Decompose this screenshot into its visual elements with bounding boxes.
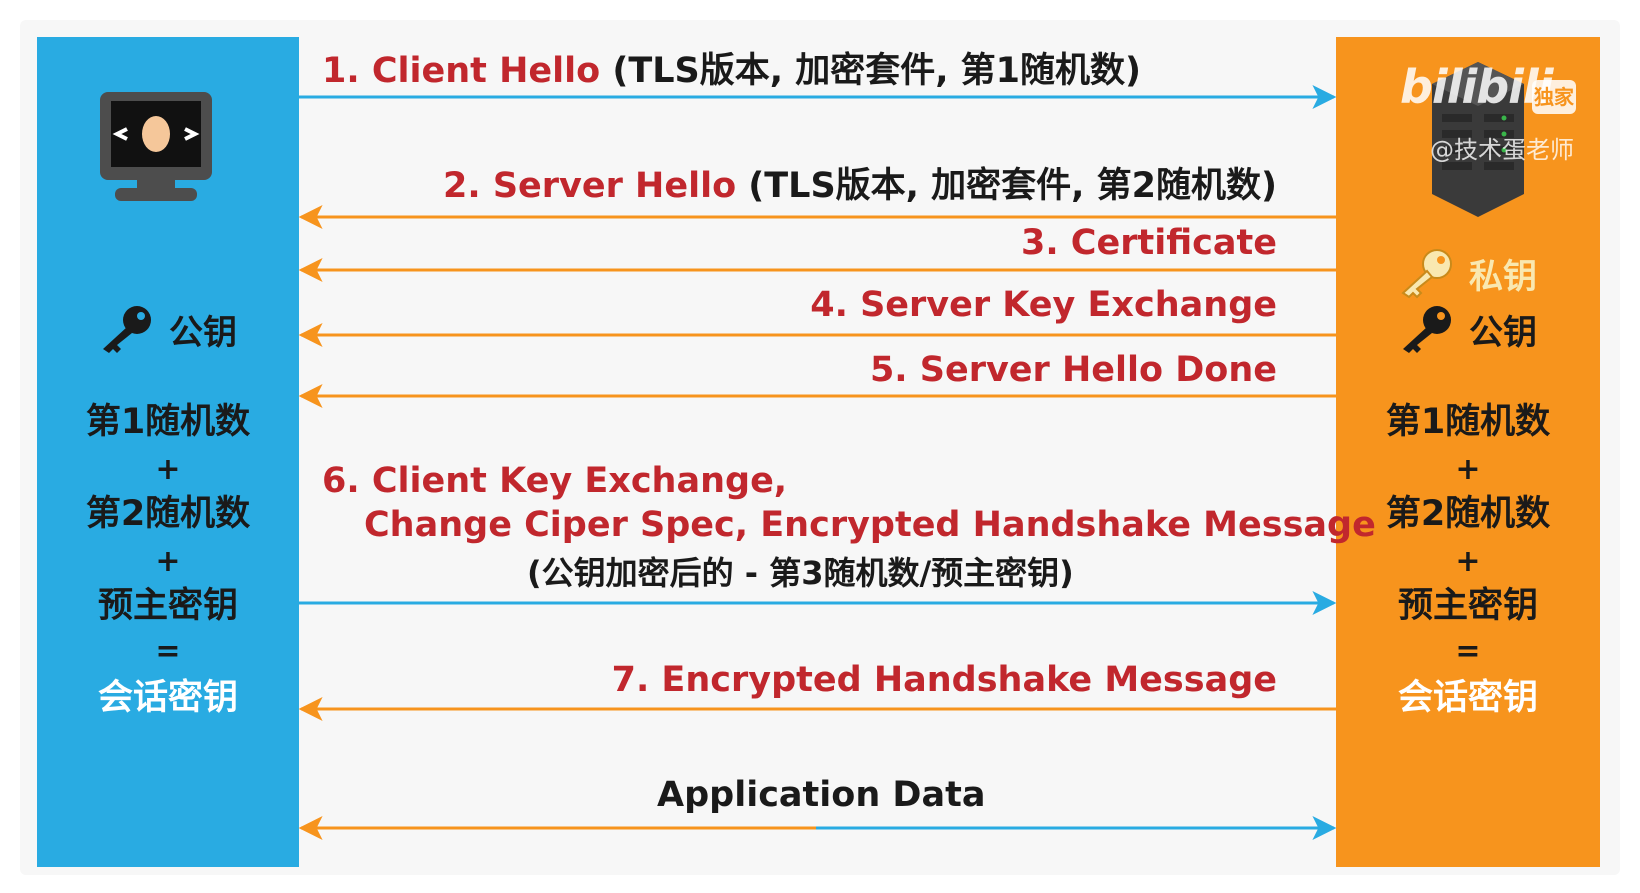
- message-certificate-title: 3. Certificate: [1020, 223, 1277, 263]
- message-change-cipher-spec: Change Ciper Spec, Encrypted Handshake M…: [364, 508, 1376, 543]
- exclusive-badge: 独家: [1532, 80, 1576, 114]
- message-certificate: 3. Certificate: [1021, 226, 1277, 261]
- message-client-key-exchange: 6. Client Key Exchange,: [322, 464, 787, 499]
- message-server-hello-done: 5. Server Hello Done: [870, 353, 1277, 388]
- client-formula-plus1: +: [155, 452, 181, 487]
- client-formula-equals: =: [155, 634, 181, 669]
- server-formula-equals: =: [1455, 634, 1481, 669]
- server-formula-plus2: +: [1455, 544, 1481, 579]
- author-handle: @技术蛋老师: [1430, 136, 1574, 164]
- message-server-key-exchange: 4. Server Key Exchange: [810, 288, 1277, 323]
- message-client-hello-title: 1. Client Hello: [322, 51, 601, 91]
- server-private-key: 私钥: [1336, 247, 1600, 299]
- server-private-key-label: 私钥: [1469, 256, 1537, 297]
- client-formula-random1: 第1随机数: [85, 402, 251, 442]
- message-application-data: Application Data: [657, 778, 985, 813]
- client-panel: 公钥 第1随机数 + 第2随机数 + 预主密钥 = 会话密钥: [37, 37, 299, 867]
- message-application-data-title: Application Data: [657, 775, 986, 815]
- message-encrypted-handshake: 7. Encrypted Handshake Message: [612, 663, 1277, 698]
- server-formula-session-key: 会话密钥: [1397, 678, 1538, 718]
- message-server-key-exchange-title: 4. Server Key Exchange: [810, 285, 1277, 325]
- key-icon: [1403, 306, 1451, 353]
- client-computer-icon: [100, 92, 212, 201]
- message-client-hello-detail: (TLS版本, 加密套件, 第1随机数): [612, 51, 1142, 91]
- server-formula-plus1: +: [1455, 452, 1481, 487]
- message-client-hello: 1. Client Hello (TLS版本, 加密套件, 第1随机数): [322, 54, 1141, 89]
- message-server-hello-title: 2. Server Hello: [443, 166, 737, 206]
- bilibili-logo: bilibili: [1400, 60, 1553, 114]
- key-icon: [1401, 249, 1452, 299]
- message-pre-master-detail: (公钥加密后的 - 第3随机数/预主密钥): [527, 554, 1074, 592]
- client-formula-premaster: 预主密钥: [97, 586, 238, 626]
- server-formula-premaster: 预主密钥: [1397, 586, 1538, 626]
- client-public-key-label: 公钥: [169, 312, 237, 353]
- client-formula-plus2: +: [155, 544, 181, 579]
- server-panel: 私钥 公钥 第1随机数 + 第2随机数 + 预主密钥 = 会话密钥: [1336, 37, 1600, 867]
- message-change-cipher-spec-line2: Change Ciper Spec, Encrypted Handshake M…: [364, 505, 1376, 545]
- message-server-hello-done-title: 5. Server Hello Done: [869, 350, 1277, 390]
- client-public-key: 公钥: [37, 303, 299, 355]
- server-rack-icon: [1432, 62, 1524, 217]
- client-formula-random2: 第2随机数: [85, 494, 251, 534]
- message-client-key-exchange-line1: 6. Client Key Exchange,: [322, 461, 788, 501]
- message-client-key-exchange-detail: (公钥加密后的 - 第3随机数/预主密钥): [527, 557, 1074, 589]
- message-server-hello-detail: (TLS版本, 加密套件, 第2随机数): [748, 166, 1277, 206]
- server-public-key-label: 公钥: [1469, 312, 1537, 353]
- client-formula-session-key: 会话密钥: [97, 678, 238, 718]
- server-public-key: 公钥: [1336, 303, 1600, 355]
- server-formula-random2: 第2随机数: [1385, 494, 1551, 534]
- server-formula-random1: 第1随机数: [1385, 402, 1551, 442]
- message-encrypted-handshake-title: 7. Encrypted Handshake Message: [611, 660, 1277, 700]
- key-icon: [103, 306, 151, 353]
- message-server-hello: 2. Server Hello (TLS版本, 加密套件, 第2随机数): [443, 169, 1277, 204]
